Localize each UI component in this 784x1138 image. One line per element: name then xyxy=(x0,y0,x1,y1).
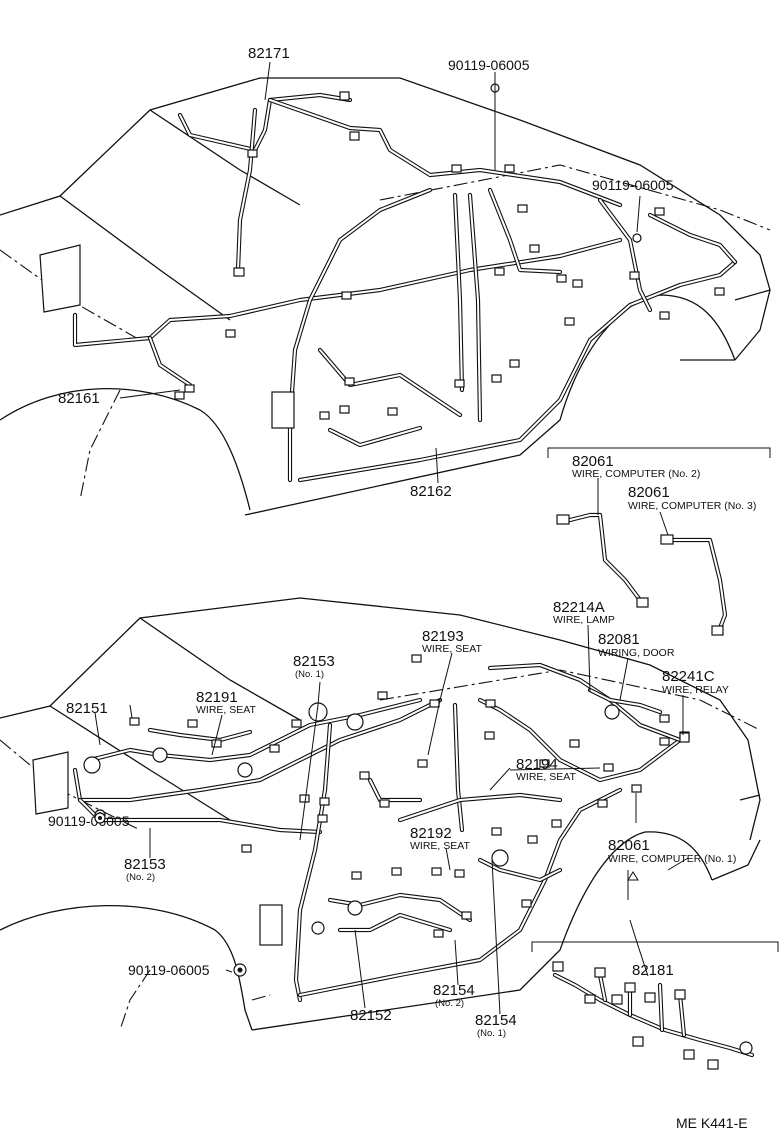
seat-wire-82193-number: 82193 xyxy=(422,628,464,645)
part-82154-no1-sub: (No. 1) xyxy=(477,1028,506,1039)
lower-leaders xyxy=(94,624,689,1015)
door-wiring-desc: WIRING, DOOR xyxy=(598,647,675,659)
seat-wire-82193-desc: WIRE, SEAT xyxy=(422,643,482,655)
part-82154-no2-sub: (No. 2) xyxy=(435,998,464,1009)
figure-reference: ME K441-E xyxy=(676,1115,748,1131)
door-wire-subassembly xyxy=(587,687,690,743)
computer-wire-no2-desc: WIRE, COMPUTER (No. 2) xyxy=(572,468,700,480)
part-82161-label: 82161 xyxy=(58,390,100,407)
relay-wire-number: 82241C xyxy=(662,668,715,685)
computer-wire-no2-number: 82061 xyxy=(572,453,614,470)
lamp-wire-number: 82214A xyxy=(553,599,605,616)
relay-wire-desc: WIRE, RELAY xyxy=(662,684,729,696)
computer-wire-inset xyxy=(547,447,771,636)
part-82154-no1-number: 82154 xyxy=(475,1012,517,1029)
bolt-90119-bottom-label: 90119-06005 xyxy=(128,962,210,978)
bolt-90119-left-label: 90119-06005 xyxy=(48,813,130,829)
part-82153-no1-sub: (No. 1) xyxy=(295,669,324,680)
seat-wire-82191-number: 82191 xyxy=(196,689,238,706)
bolt-90119-right-label: 90119-06005 xyxy=(592,177,674,193)
part-82154-no2-number: 82154 xyxy=(433,982,475,999)
part-82153-no1-number: 82153 xyxy=(293,653,335,670)
bolt-90119-top-label: 90119-06005 xyxy=(448,57,530,73)
computer-wire-no3-desc: WIRE, COMPUTER (No. 3) xyxy=(628,500,756,512)
part-82152-label: 82152 xyxy=(350,1007,392,1024)
computer-wire-no3-number: 82061 xyxy=(628,484,670,501)
seat-wire-82192-desc: WIRE, SEAT xyxy=(410,840,470,852)
part-82153-no2-number: 82153 xyxy=(124,856,166,873)
seat-wire-82194-desc: WIRE, SEAT xyxy=(516,771,576,783)
part-82153-no2-sub: (No. 2) xyxy=(126,872,155,883)
lower-car-body xyxy=(0,597,761,1031)
upper-leaders xyxy=(119,61,641,484)
seat-wire-82191-desc: WIRE, SEAT xyxy=(196,704,256,716)
lamp-wire-desc: WIRE, LAMP xyxy=(553,614,615,626)
seat-wire-82194-number: 82194 xyxy=(516,756,558,773)
part-82151-label: 82151 xyxy=(66,700,108,717)
bolt-icons xyxy=(94,812,247,977)
door-wiring-number: 82081 xyxy=(598,631,640,648)
lower-harness xyxy=(32,654,690,1003)
computer-wire-no1-desc: WIRE, COMPUTER (No. 1) xyxy=(608,853,736,865)
part-82162-label: 82162 xyxy=(410,483,452,500)
seat-wire-82192-number: 82192 xyxy=(410,825,452,842)
part-82171-label: 82171 xyxy=(248,45,290,62)
upper-harness xyxy=(39,83,738,483)
part-82181-label: 82181 xyxy=(632,962,674,979)
part-82181-inset xyxy=(531,941,779,1070)
computer-wire-no1-number: 82061 xyxy=(608,837,650,854)
